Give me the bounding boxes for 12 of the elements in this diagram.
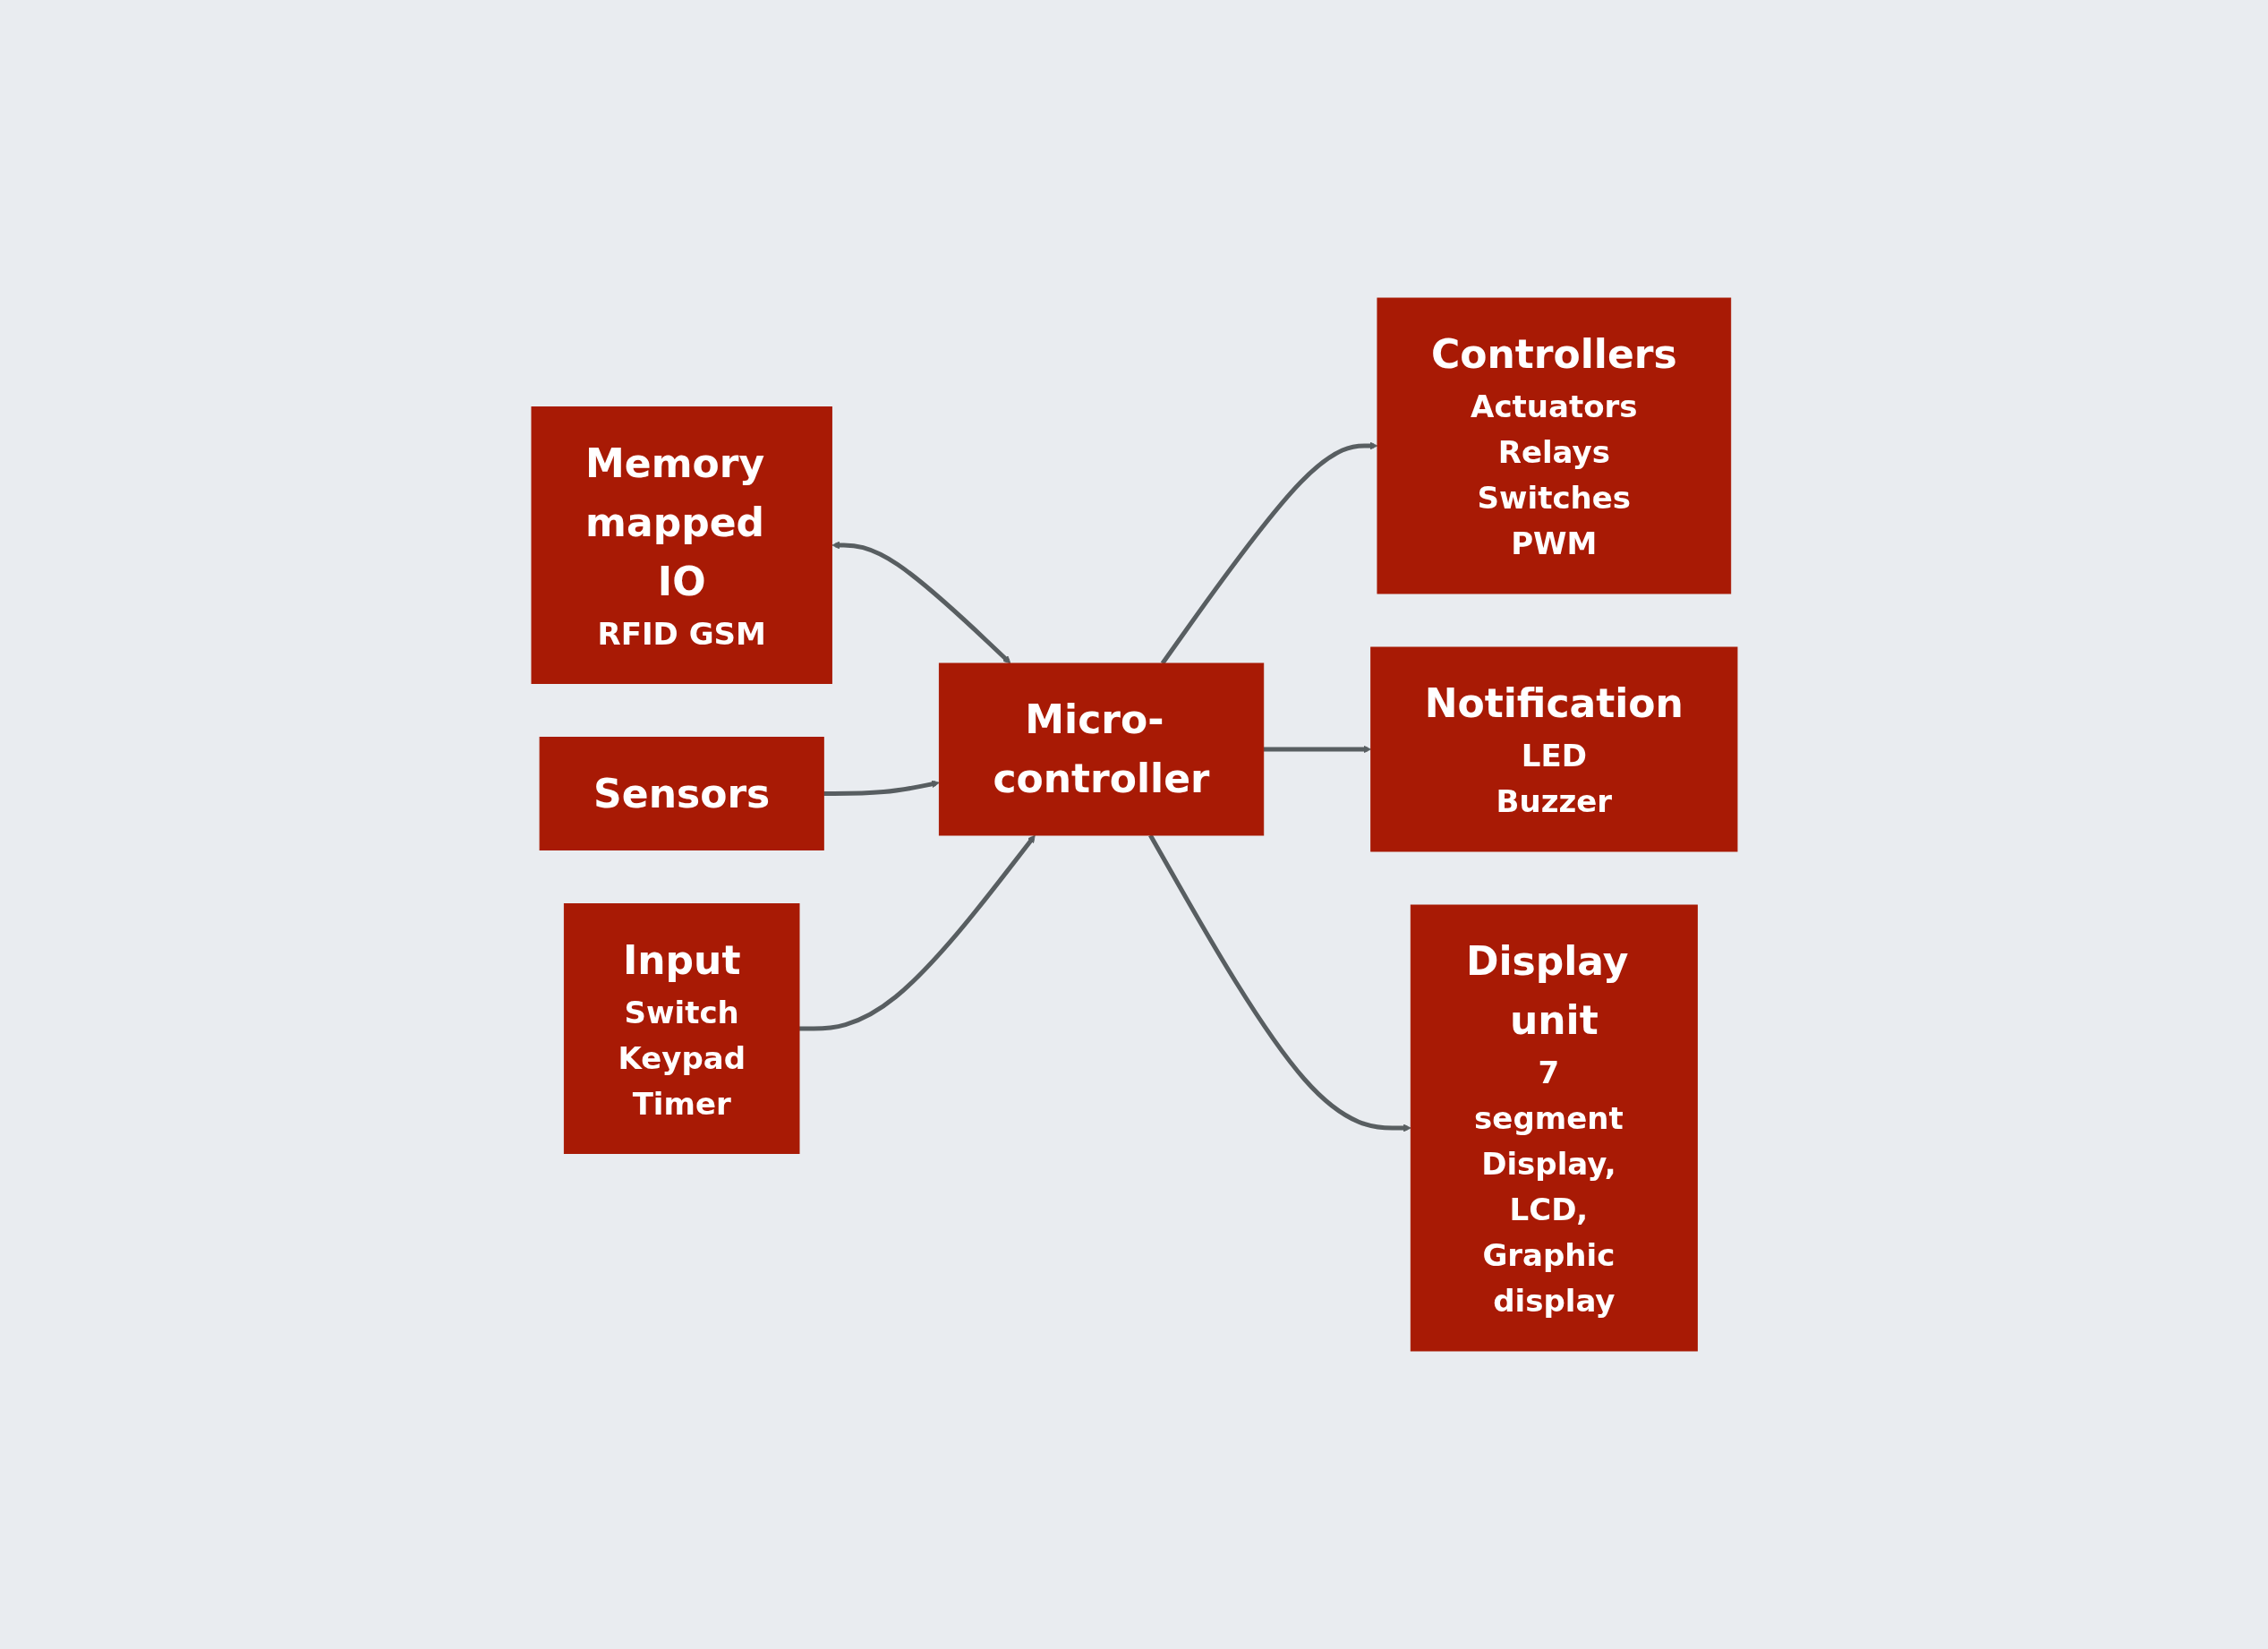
node-box: Memory mapped IO RFID GSM — [531, 406, 832, 684]
arrow — [831, 541, 1010, 664]
node-box: Controllers Actuators Relays Switches PWM — [1377, 297, 1731, 594]
arrow — [1263, 745, 1371, 754]
arrow — [1160, 441, 1377, 665]
node-box: Micro- controller — [938, 662, 1264, 836]
node-box: Notification LED Buzzer — [1369, 646, 1737, 852]
node-box: Display unit 7 segment Display, LCD, Graphic display — [1410, 904, 1698, 1352]
node-box: Sensors — [539, 737, 824, 850]
arrow — [823, 780, 940, 796]
arrow — [798, 834, 1036, 1031]
node-box: Input Switch Keypad Timer — [563, 903, 800, 1154]
